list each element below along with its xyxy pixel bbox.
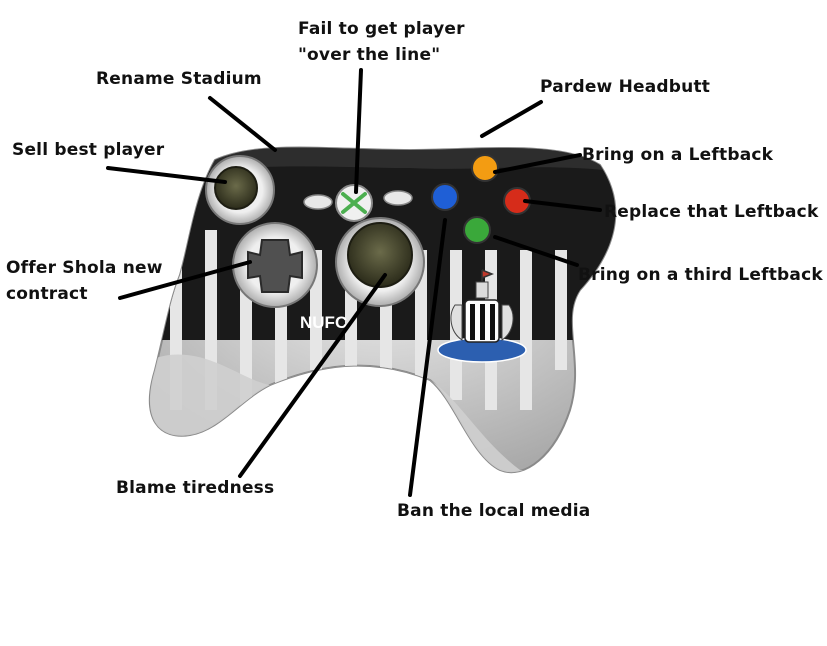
back-button — [303, 194, 333, 210]
newcastle-crest — [437, 269, 527, 363]
label-bring-on-leftback: Bring on a Leftback — [582, 145, 774, 165]
a-button — [463, 216, 491, 244]
label-replace-leftback: Replace that Leftback — [604, 202, 819, 222]
y-button — [471, 154, 499, 182]
dpad — [247, 239, 303, 293]
label-ban-local-media: Ban the local media — [397, 501, 591, 521]
label-rename-stadium: Rename Stadium — [96, 69, 262, 89]
label-third-leftback: Bring on a third Leftback — [578, 265, 823, 285]
label-fail-to-get-player: Fail to get player "over the line" — [298, 16, 465, 68]
pointer-sell — [106, 166, 227, 184]
pointer-rename — [208, 96, 277, 152]
pointer-ban — [408, 218, 447, 497]
label-offer-line1: Offer Shola new — [6, 258, 163, 278]
label-blame-tiredness: Blame tiredness — [116, 478, 275, 498]
brand-text: NUFC — [300, 313, 347, 332]
right-stick — [347, 222, 413, 288]
pointer-blame — [238, 273, 387, 478]
pointer-bring — [493, 153, 582, 174]
label-fail-line2: "over the line" — [298, 45, 441, 65]
controller-body: NUFC — [149, 146, 617, 474]
label-pardew-headbutt: Pardew Headbutt — [540, 77, 711, 97]
pointer-pardew — [480, 100, 543, 138]
pointer-lines — [106, 68, 602, 497]
label-offer-shola: Offer Shola new contract — [6, 255, 163, 307]
label-sell-best-player: Sell best player — [12, 140, 165, 160]
pointer-third — [493, 235, 579, 267]
pointer-fail — [354, 68, 363, 194]
pointer-offer — [118, 260, 252, 300]
start-button — [383, 190, 413, 206]
left-stick — [214, 166, 258, 210]
label-offer-line2: contract — [6, 284, 88, 304]
pointer-replace — [523, 199, 602, 212]
label-fail-line1: Fail to get player — [298, 19, 465, 39]
x-button — [431, 183, 459, 211]
